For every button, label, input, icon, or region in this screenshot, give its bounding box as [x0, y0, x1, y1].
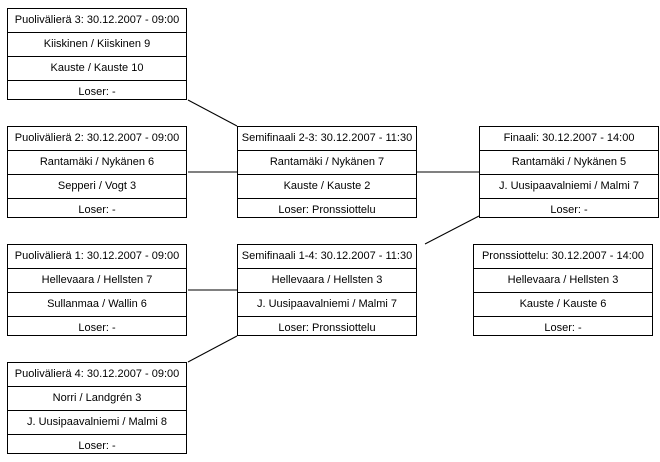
loser-label: Loser: - [8, 198, 186, 221]
loser-label: Loser: - [8, 316, 186, 339]
match-title: Semifinaali 1-4: 30.12.2007 - 11:30 [241, 250, 413, 262]
match-title: Puolivälierä 3: 30.12.2007 - 09:00 [14, 14, 180, 26]
loser-label: Loser: - [8, 434, 186, 457]
match-title: Puolivälierä 1: 30.12.2007 - 09:00 [14, 250, 180, 262]
team-2: J. Uusipaavalniemi / Malmi 7 [480, 174, 658, 198]
team-2: Kauste / Kauste 6 [474, 292, 652, 316]
match-semifinal-1-4: Semifinaali 1-4: 30.12.2007 - 11:30 Hell… [237, 244, 417, 336]
team-2: Kauste / Kauste 10 [8, 56, 186, 80]
loser-label: Loser: - [474, 316, 652, 339]
team-2: J. Uusipaavalniemi / Malmi 8 [8, 410, 186, 434]
connector-sf14-final [424, 215, 480, 245]
team-2: Kauste / Kauste 2 [238, 174, 416, 198]
match-title: Semifinaali 2-3: 30.12.2007 - 11:30 [241, 132, 413, 144]
team-2: Sepperi / Vogt 3 [8, 174, 186, 198]
loser-label: Loser: Pronssiottelu [238, 198, 416, 221]
match-quarterfinal-3: Puolivälierä 3: 30.12.2007 - 09:00 Kiisk… [7, 8, 187, 100]
match-quarterfinal-1: Puolivälierä 1: 30.12.2007 - 09:00 Helle… [7, 244, 187, 336]
match-quarterfinal-4: Puolivälierä 4: 30.12.2007 - 09:00 Norri… [7, 362, 187, 454]
connector-qf4-sf14 [187, 335, 238, 363]
match-title: Finaali: 30.12.2007 - 14:00 [503, 132, 635, 144]
team-2: Sullanmaa / Wallin 6 [8, 292, 186, 316]
team-1: Hellevaara / Hellsten 3 [238, 268, 416, 292]
match-title: Pronssiottelu: 30.12.2007 - 14:00 [481, 250, 645, 262]
team-1: Hellevaara / Hellsten 3 [474, 268, 652, 292]
match-quarterfinal-2: Puolivälierä 2: 30.12.2007 - 09:00 Ranta… [7, 126, 187, 218]
match-semifinal-2-3: Semifinaali 2-3: 30.12.2007 - 11:30 Rant… [237, 126, 417, 218]
team-1: Rantamäki / Nykänen 5 [480, 150, 658, 174]
match-bronze: Pronssiottelu: 30.12.2007 - 14:00 Hellev… [473, 244, 653, 336]
team-1: Norri / Landgrén 3 [8, 386, 186, 410]
team-1: Rantamäki / Nykänen 6 [8, 150, 186, 174]
loser-label: Loser: - [480, 198, 658, 221]
loser-label: Loser: - [8, 80, 186, 103]
match-title: Puolivälierä 2: 30.12.2007 - 09:00 [14, 132, 180, 144]
team-2: J. Uusipaavalniemi / Malmi 7 [238, 292, 416, 316]
loser-label: Loser: Pronssiottelu [238, 316, 416, 339]
team-1: Hellevaara / Hellsten 7 [8, 268, 186, 292]
match-title: Puolivälierä 4: 30.12.2007 - 09:00 [14, 368, 180, 380]
match-final: Finaali: 30.12.2007 - 14:00 Rantamäki / … [479, 126, 659, 218]
team-1: Rantamäki / Nykänen 7 [238, 150, 416, 174]
team-1: Kiiskinen / Kiiskinen 9 [8, 32, 186, 56]
connector-qf3-sf23 [187, 99, 238, 127]
